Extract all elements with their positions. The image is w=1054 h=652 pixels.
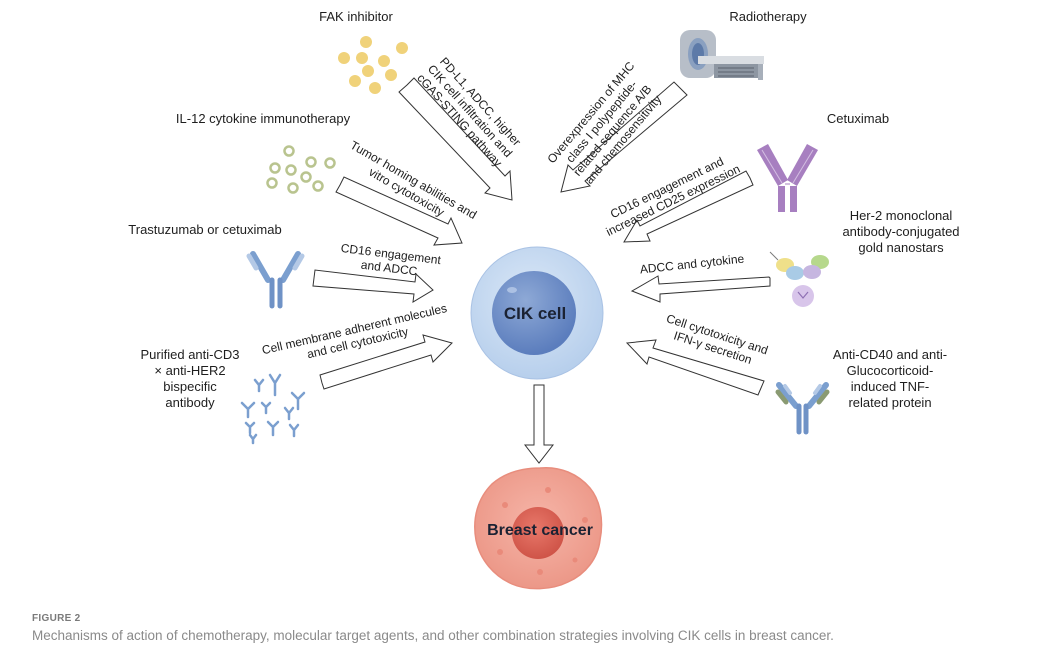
- agent-trastuzumab: Trastuzumab or cetuximab: [128, 222, 282, 237]
- arrow-her2: [630, 275, 771, 303]
- arrow-cetuximab: [623, 170, 754, 243]
- agent-radiotherapy: Radiotherapy: [729, 9, 807, 24]
- arrow-trastuzumab: [312, 269, 434, 303]
- agent-bispecific-line: × anti-HER2: [154, 363, 226, 378]
- arrow-il12: [335, 176, 463, 246]
- trastuzumab-antibody-icon: [246, 251, 305, 309]
- cik-cell-label: CIK cell: [503, 304, 567, 323]
- agent-her2-line: gold nanostars: [858, 240, 944, 255]
- agent-cetuximab: Cetuximab: [826, 111, 890, 126]
- figure-caption: Mechanisms of action of chemotherapy, mo…: [32, 628, 834, 643]
- arrow-fak: [398, 77, 513, 201]
- agent-bispecific: Purified anti-CD3 × anti-HER2 bispecific…: [130, 347, 250, 411]
- breast-cancer-cell: [474, 466, 603, 590]
- agent-anti-cd40-line: related protein: [848, 395, 932, 410]
- cetuximab-antibody-icon: [757, 144, 818, 212]
- figure-label: FIGURE 2: [32, 613, 81, 624]
- fak-inhibitor-icon: [338, 36, 408, 94]
- agent-bispecific-line: antibody: [165, 395, 215, 410]
- agent-anti-cd40: Anti-CD40 and anti- Glucocorticoid- indu…: [818, 347, 962, 411]
- bispecific-antibody-icon: [240, 373, 306, 445]
- arrow-to-cancer: [523, 384, 555, 464]
- arrow-bispecific: [319, 334, 453, 390]
- agent-fak-inhibitor: FAK inhibitor: [319, 9, 393, 24]
- agent-bispecific-line: Purified anti-CD3: [140, 347, 240, 362]
- agent-bispecific-line: bispecific: [163, 379, 217, 394]
- arrow-radiotherapy: [560, 81, 688, 193]
- agent-her2-line: antibody-conjugated: [842, 224, 960, 239]
- breast-cancer-label: Breast cancer: [487, 522, 593, 539]
- agent-anti-cd40-line: Anti-CD40 and anti-: [832, 347, 948, 362]
- agent-her2-line: Her-2 monoclonal: [849, 208, 953, 223]
- cik-cell: [470, 246, 604, 380]
- arrow-anti-cd40: [625, 339, 765, 396]
- agent-il12: IL-12 cytokine immunotherapy: [175, 111, 351, 126]
- her2-nanostar-icon: [769, 251, 829, 307]
- il12-cytokine-icon: [266, 145, 336, 194]
- agent-anti-cd40-line: Glucocorticoid-: [846, 363, 934, 378]
- anti-cd40-antibody-icon: [775, 382, 830, 435]
- agent-anti-cd40-line: induced TNF-: [850, 379, 930, 394]
- radiotherapy-machine-icon: [680, 30, 764, 80]
- agent-her2-nanostars: Her-2 monoclonal antibody-conjugated gol…: [826, 208, 976, 256]
